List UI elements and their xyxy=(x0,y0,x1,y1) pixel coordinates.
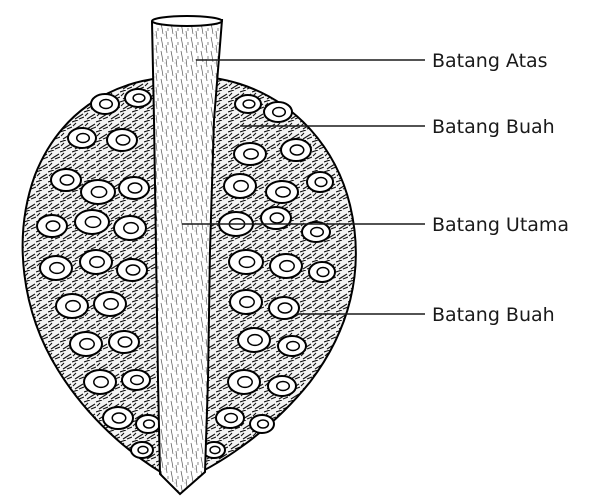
fruitlet xyxy=(268,376,296,396)
fruitlet xyxy=(119,177,149,199)
fruitlet xyxy=(80,250,112,274)
fruitlet xyxy=(68,128,96,148)
fruitlet xyxy=(216,408,244,428)
label-batang-utama: Batang Utama xyxy=(432,214,569,236)
fruitlet xyxy=(131,442,153,458)
fruitlet xyxy=(94,292,126,316)
fruitlet xyxy=(107,129,137,151)
label-batang-buah-upper: Batang Buah xyxy=(432,116,555,138)
fruitlet xyxy=(40,256,72,280)
fruitlet xyxy=(103,407,133,429)
fruitlet xyxy=(136,415,160,433)
fruitlet xyxy=(51,169,81,191)
fruitlet xyxy=(229,250,263,274)
fruitlet xyxy=(109,331,139,353)
fruitlet xyxy=(228,370,260,394)
fruitlet xyxy=(302,222,330,242)
fruitlet xyxy=(70,332,102,356)
fruitlet xyxy=(270,254,302,278)
fruitlet xyxy=(91,94,119,114)
stalk-top-cut xyxy=(152,16,222,26)
fruitlet xyxy=(75,210,109,234)
fruitlet xyxy=(117,259,147,281)
fruitlet xyxy=(238,328,270,352)
fruitlet xyxy=(266,181,298,203)
fruitlet xyxy=(37,215,67,237)
fruitlet xyxy=(224,174,256,198)
fruitlet xyxy=(122,370,150,390)
fruitlet xyxy=(56,294,88,318)
fruitlet xyxy=(278,336,306,356)
fruitlet xyxy=(281,139,311,161)
labels: Batang Atas Batang Buah Batang Utama Bat… xyxy=(432,50,569,326)
fruitlet xyxy=(309,262,335,282)
label-batang-atas: Batang Atas xyxy=(432,50,548,72)
fruitlet xyxy=(125,89,151,107)
fruitlet xyxy=(81,180,115,204)
fruitlet xyxy=(230,290,262,314)
fruitlet xyxy=(269,297,299,319)
fruitlet xyxy=(235,95,261,113)
fruitlet xyxy=(234,143,266,165)
fruitlet xyxy=(114,216,146,240)
fruitlet xyxy=(250,415,274,433)
label-batang-buah-lower: Batang Buah xyxy=(432,304,555,326)
fruitlet xyxy=(307,172,333,192)
fruitlet xyxy=(264,102,292,122)
fruitlet xyxy=(84,370,116,394)
fruitlet xyxy=(261,207,291,229)
